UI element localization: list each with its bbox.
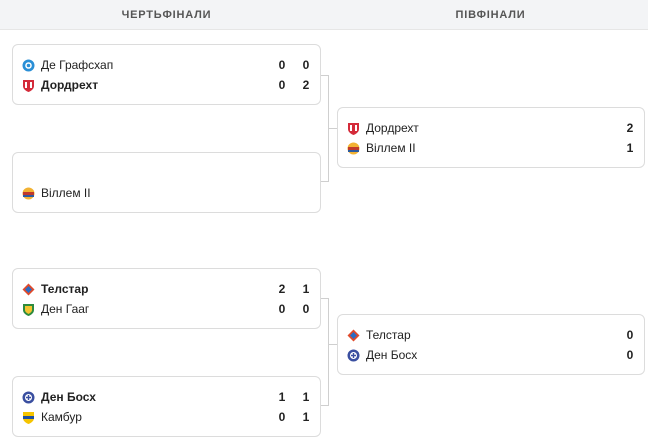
score-leg1: 0: [278, 410, 286, 424]
team-row: Телстар 2 1: [13, 279, 320, 299]
team-row: Віллем II 1: [338, 138, 644, 158]
telstar-logo-icon: [347, 329, 360, 342]
team-row: Камбур 0 1: [13, 407, 320, 427]
team-name: Телстар: [41, 282, 89, 296]
score-leg2: 0: [302, 302, 310, 316]
team-row: Ден Гааг 0 0: [13, 299, 320, 319]
cambuur-logo-icon: [22, 411, 35, 424]
score-leg1: 0: [278, 302, 286, 316]
team-name: Ден Босх: [41, 390, 96, 404]
team-name: Віллем II: [366, 141, 416, 155]
team-row: Дордрехт 2: [338, 118, 644, 138]
team-name: Телстар: [366, 328, 411, 342]
match-card-qf3[interactable]: Телстар 2 1 Ден Гааг 0 0: [12, 268, 321, 329]
score-leg2: 1: [302, 410, 310, 424]
bracket-connector: [320, 298, 329, 406]
den-bosch-logo-icon: [347, 349, 360, 362]
score-leg2: 1: [302, 282, 310, 296]
score-leg1: 1: [278, 390, 286, 404]
team-row: Телстар 0: [338, 325, 644, 345]
match-card-sf2[interactable]: Телстар 0 Ден Босх 0: [337, 314, 645, 375]
score-leg1: 0: [278, 58, 286, 72]
bracket-connector: [329, 344, 338, 345]
score-leg2: 1: [302, 390, 310, 404]
dordrecht-logo-icon: [22, 79, 35, 92]
score-leg2: 0: [302, 58, 310, 72]
team-row: Ден Босх 0: [338, 345, 644, 365]
team-name: Ден Гааг: [41, 302, 90, 316]
score: 0: [626, 348, 634, 362]
team-row: Віллем II: [13, 183, 320, 203]
bracket-connector: [320, 75, 329, 182]
score: 2: [626, 121, 634, 135]
quarterfinals-header: ЧЕРТЬФІНАЛИ: [0, 0, 333, 30]
match-card-qf1[interactable]: Де Графсхап 0 0 Дордрехт 0 2: [12, 44, 321, 105]
team-name: Камбур: [41, 410, 82, 424]
score: 0: [626, 328, 634, 342]
score-leg2: 2: [302, 78, 310, 92]
den-bosch-logo-icon: [22, 391, 35, 404]
match-card-sf1[interactable]: Дордрехт 2 Віллем II 1: [337, 107, 645, 168]
match-card-qf2[interactable]: Віллем II: [12, 152, 321, 213]
match-card-qf4[interactable]: Ден Босх 1 1 Камбур 0 1: [12, 376, 321, 437]
team-name: Дордрехт: [41, 78, 99, 92]
dordrecht-logo-icon: [347, 122, 360, 135]
score-leg1: 2: [278, 282, 286, 296]
den-haag-logo-icon: [22, 303, 35, 316]
team-name: Ден Босх: [366, 348, 418, 362]
willem-ii-logo-icon: [22, 187, 35, 200]
score-leg1: 0: [278, 78, 286, 92]
semifinals-header: ПІВФІНАЛИ: [333, 0, 648, 30]
team-name: Дордрехт: [366, 121, 419, 135]
team-row: Дордрехт 0 2: [13, 75, 320, 95]
de-graafschap-logo-icon: [22, 59, 35, 72]
team-name: Віллем II: [41, 186, 91, 200]
team-name: Де Графсхап: [41, 58, 114, 72]
willem-ii-logo-icon: [347, 142, 360, 155]
bracket-connector: [329, 128, 338, 129]
team-row: Де Графсхап 0 0: [13, 55, 320, 75]
team-row: Ден Босх 1 1: [13, 387, 320, 407]
score: 1: [626, 141, 634, 155]
telstar-logo-icon: [22, 283, 35, 296]
